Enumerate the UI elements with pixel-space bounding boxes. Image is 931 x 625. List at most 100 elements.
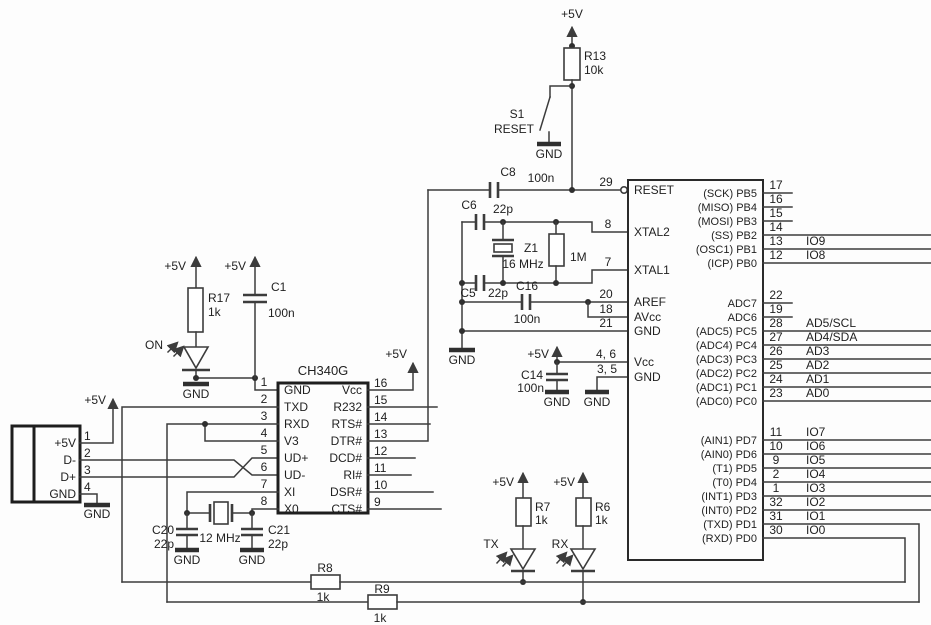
resistor-ref: R7	[535, 500, 551, 514]
gnd-label: GND	[449, 353, 476, 367]
resistor-ref: R17	[208, 291, 230, 305]
led-light-arrow	[561, 554, 574, 568]
txd-wire	[121, 406, 279, 583]
led-name: ON	[145, 338, 163, 352]
gnd-label: GND	[183, 387, 210, 401]
gnd-label: GND	[536, 147, 563, 161]
led-rx-symbol	[569, 548, 597, 571]
io0-wire	[762, 537, 906, 583]
pin-label: CTS#	[331, 502, 362, 516]
pin-number: 10	[769, 439, 783, 453]
mcu-body	[627, 179, 764, 561]
pin-label: (RXD) PD0	[702, 533, 757, 545]
gnd35-wire	[596, 376, 629, 391]
resistor-value: 1k	[208, 305, 222, 319]
pin-number: 27	[769, 330, 783, 344]
ch340g-chip: CH340G 1 2 3 4 5 6 7 8 GND TXD RXD V3 UD…	[121, 189, 442, 603]
pin-number: 32	[769, 495, 783, 509]
pin-label: (ADC1) PC1	[696, 382, 757, 394]
pin-label: RI#	[343, 468, 362, 482]
io1-wire	[762, 523, 920, 603]
crystal-value: 12 MHz	[199, 531, 240, 545]
pin-label: (AIN1) PD7	[701, 435, 757, 447]
pin-label: TXD	[284, 400, 308, 414]
cap-value: 100n	[528, 171, 555, 185]
pin-label: (ICP) PB0	[707, 258, 757, 270]
chip-title: CH340G	[298, 363, 349, 378]
resistor-ref: R13	[584, 49, 606, 63]
port-label: IO0	[806, 523, 826, 537]
led-light-arrow	[495, 551, 508, 565]
pin-number: 14	[374, 410, 388, 424]
crystal-12mhz	[213, 501, 229, 525]
resistor-r6	[575, 497, 592, 527]
usb-pin-number: 1	[84, 429, 91, 443]
pin-number: 4	[261, 426, 268, 440]
port-label: AD4/SDA	[806, 330, 857, 344]
pin-number: 17	[769, 178, 783, 192]
pin-number: 31	[769, 509, 783, 523]
power-led-circuit: +5V R17 1k ON GND	[145, 255, 279, 401]
pin-number: 2	[261, 392, 268, 406]
gnd-label: GND	[84, 507, 111, 521]
pin-number: 18	[599, 302, 613, 316]
pin-number: 21	[599, 316, 613, 330]
crystal-value: 16 MHz	[502, 257, 543, 271]
port-label: IO2	[806, 495, 826, 509]
usb-pin-label: GND	[49, 487, 76, 501]
usb-pin-label: +5V	[54, 436, 76, 450]
pin-number: 6	[261, 460, 268, 474]
junction-dot	[193, 375, 199, 381]
resistor-ref: R9	[374, 582, 390, 596]
junction-dot	[202, 421, 208, 427]
pin-number: 23	[769, 386, 783, 400]
usb-connector: +5V D- D+ GND 1 2 3 4 +5V GND	[10, 393, 279, 521]
pin-number: 13	[374, 427, 388, 441]
pin-number: 3	[261, 409, 268, 423]
port-label: AD3	[806, 344, 830, 358]
pin-label: XI	[284, 485, 295, 499]
led-light-arrow	[172, 345, 185, 358]
pin-number: 10	[374, 478, 388, 492]
pin-label: R232	[333, 400, 362, 414]
led-light-arrow	[555, 551, 568, 565]
pin-label: DSR#	[330, 485, 362, 499]
cap-value: 100n	[517, 381, 544, 395]
gnd-label: GND	[544, 395, 571, 409]
mcu-chip: 29 8 7 20 18 21 4, 6 3, 5 RESET XTAL2 XT…	[596, 175, 931, 603]
resistor-ref: R6	[595, 500, 611, 514]
resistor-r7	[515, 497, 532, 527]
power-net-label: +5V	[84, 393, 106, 407]
pin-label: (ADC5) PC5	[696, 326, 757, 338]
pin-label: XTAL1	[634, 263, 670, 277]
pin-number: 1	[773, 481, 780, 495]
cap-ref: C8	[500, 165, 516, 179]
reset-circuit: +5V R13 10k S1 RESET GND C8 100n	[427, 7, 628, 198]
led-name: RX	[552, 537, 569, 551]
port-label: AD0	[806, 386, 830, 400]
pin-number: 30	[769, 523, 783, 537]
pin-label: UD+	[284, 451, 308, 465]
crystal-ref: Z1	[524, 241, 538, 255]
port-label: IO9	[806, 234, 826, 248]
pin-number: 19	[769, 302, 783, 316]
resistor-value: 1M	[570, 250, 587, 264]
c1-decoupling: +5V C1 100n	[224, 255, 295, 379]
led-on-symbol	[182, 346, 210, 370]
port-label: IO1	[806, 509, 826, 523]
power-net-label: +5V	[164, 259, 186, 273]
power-net-label: +5V	[492, 475, 514, 489]
port-label: IO5	[806, 453, 826, 467]
xtal1-wire	[483, 269, 629, 284]
pin-label: V3	[284, 434, 299, 448]
port-label: AD2	[806, 358, 830, 372]
pin-label: (SS) PB2	[711, 230, 757, 242]
pin-label: (ADC2) PC2	[696, 368, 757, 380]
port-label: IO7	[806, 425, 826, 439]
pin-label: (OSC1) PB1	[696, 244, 757, 256]
pin-label: Vcc	[634, 355, 654, 369]
usb-pin-number: 2	[84, 446, 91, 460]
usb-pin-label: D+	[60, 470, 76, 484]
cap-value: 100n	[514, 312, 541, 326]
pin-label: DCD#	[329, 451, 362, 465]
